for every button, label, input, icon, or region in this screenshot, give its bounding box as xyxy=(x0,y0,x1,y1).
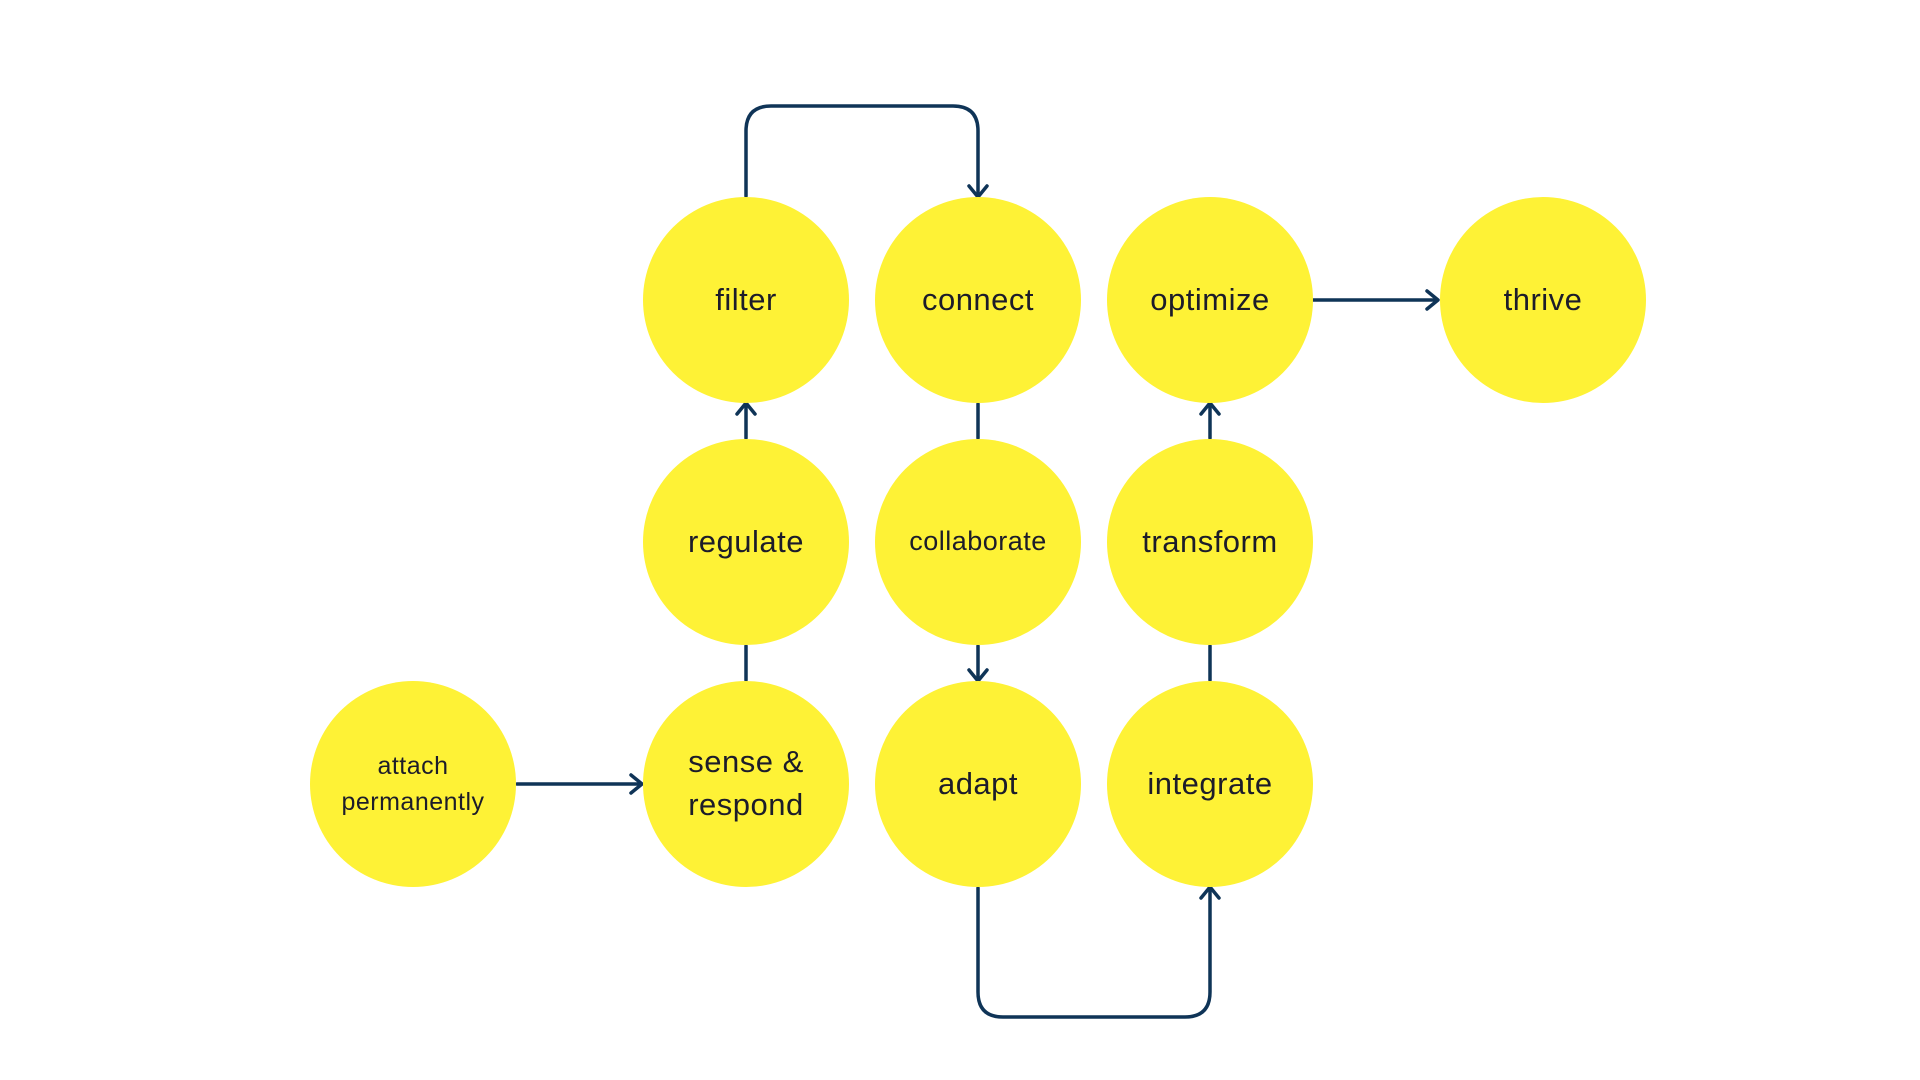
node-sense-respond: sense & respond xyxy=(643,681,849,887)
node-regulate: regulate xyxy=(643,439,849,645)
node-thrive: thrive xyxy=(1440,197,1646,403)
node-adapt: adapt xyxy=(875,681,1081,887)
node-integrate: integrate xyxy=(1107,681,1313,887)
edge-adapt-to-integrate xyxy=(976,886,1212,1019)
edge-filter-to-connect xyxy=(744,104,980,198)
node-label-optimize: optimize xyxy=(1150,281,1270,317)
arrowhead-thrive xyxy=(1425,289,1440,311)
node-label-transform: transform xyxy=(1142,523,1278,559)
node-label-integrate: integrate xyxy=(1147,765,1273,801)
node-label-connect: connect xyxy=(921,281,1035,317)
node-label-collaborate: collaborate xyxy=(909,526,1047,557)
node-label-attach-permanently: attach permanently xyxy=(341,751,485,816)
node-optimize: optimize xyxy=(1107,197,1313,403)
node-connect: connect xyxy=(875,197,1081,403)
node-label-regulate: regulate xyxy=(687,523,805,559)
node-transform: transform xyxy=(1107,439,1313,645)
arrowhead-sense xyxy=(629,773,644,795)
node-label-sense-respond: sense & respond xyxy=(688,744,804,822)
arrowhead-integrate xyxy=(1199,885,1221,900)
node-label-thrive: thrive xyxy=(1503,281,1583,317)
node-label-filter: filter xyxy=(715,281,777,317)
node-filter: filter xyxy=(643,197,849,403)
node-attach-permanently: attach permanently xyxy=(310,681,516,887)
node-label-adapt: adapt xyxy=(937,765,1019,801)
arrowhead-filter xyxy=(735,401,757,416)
arrowhead-optimize xyxy=(1199,401,1221,416)
node-collaborate: collaborate xyxy=(875,439,1081,645)
